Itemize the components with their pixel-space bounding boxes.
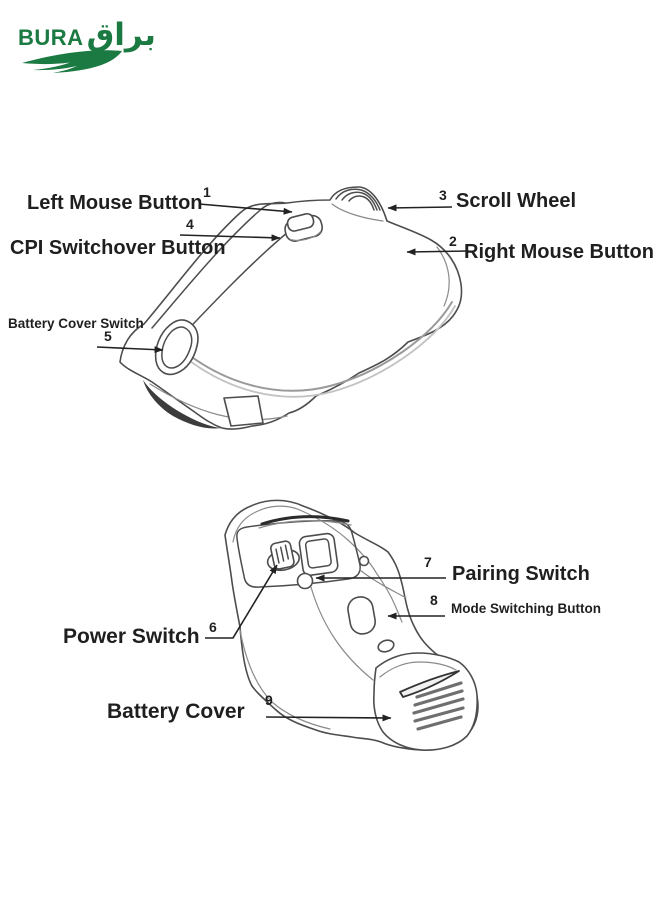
callout-num-4: 4: [186, 216, 194, 232]
arrow-1: [198, 203, 293, 215]
screw-oval: [377, 639, 395, 653]
callout-num-6: 6: [209, 619, 217, 635]
screw: [358, 555, 370, 567]
scroll-wheel: [331, 188, 384, 222]
callout-num-7: 7: [424, 554, 432, 570]
sensor-slot-echo: [258, 520, 352, 529]
arrow-4: [179, 234, 281, 242]
arrow-3: [387, 204, 453, 212]
callout-num-8: 8: [430, 592, 438, 608]
label-battery-cover-switch: Battery Cover Switch: [8, 316, 144, 331]
brand-name-latin: BURA: [18, 25, 84, 50]
brand-logo: BURA براق: [18, 17, 156, 73]
arrow-6: [205, 564, 278, 639]
callout-num-9: 9: [265, 692, 273, 708]
center-seam-line: [310, 586, 374, 681]
grip-ribs: [412, 681, 465, 731]
arrow-2: [406, 248, 470, 256]
mouse-top-outline: [119, 186, 463, 430]
front-base-shading: [143, 380, 221, 429]
label-power-switch: Power Switch: [63, 625, 200, 648]
arrow-5: [96, 346, 164, 354]
callout-num-3: 3: [439, 187, 447, 203]
label-mode-switching-button: Mode Switching Button: [451, 601, 601, 616]
label-right-mouse-button: Right Mouse Button: [464, 241, 654, 263]
callout-num-5: 5: [104, 328, 112, 344]
base-contour-line: [149, 383, 288, 421]
battery-cover: [373, 652, 478, 751]
brand-name-arabic: براق: [86, 17, 156, 53]
saddle-band-line: [179, 301, 453, 392]
sensor-slot: [260, 515, 350, 526]
mode-switching-button: [347, 596, 377, 635]
arrow-9: [265, 714, 392, 722]
label-scroll-wheel: Scroll Wheel: [456, 190, 577, 212]
figure-top-view: [96, 186, 470, 430]
wing-swoosh-icon: [22, 50, 122, 73]
callout-num-1: 1: [203, 184, 211, 200]
label-pairing-switch: Pairing Switch: [452, 563, 590, 585]
right-seam-line: [359, 569, 407, 599]
left-inset-line: [239, 629, 331, 730]
label-cpi-switchover-button: CPI Switchover Button: [10, 237, 226, 259]
shell-inset-line: [232, 505, 403, 623]
pairing-button: [296, 572, 314, 590]
front-port-notch: [223, 395, 264, 427]
cpi-button: [284, 212, 323, 242]
saddle-band-line-2: [180, 305, 456, 398]
callout-num-2: 2: [449, 233, 457, 249]
label-battery-cover: Battery Cover: [107, 700, 245, 723]
receiver-slot: [298, 532, 339, 577]
cover-lens-slot: [399, 670, 460, 698]
figure-bottom-view: [205, 499, 479, 751]
left-button-edge-line: [151, 201, 286, 329]
battery-cover-switch-button: [154, 319, 199, 376]
label-left-mouse-button: Left Mouse Button: [27, 192, 203, 214]
sensor-panel: [236, 520, 361, 588]
